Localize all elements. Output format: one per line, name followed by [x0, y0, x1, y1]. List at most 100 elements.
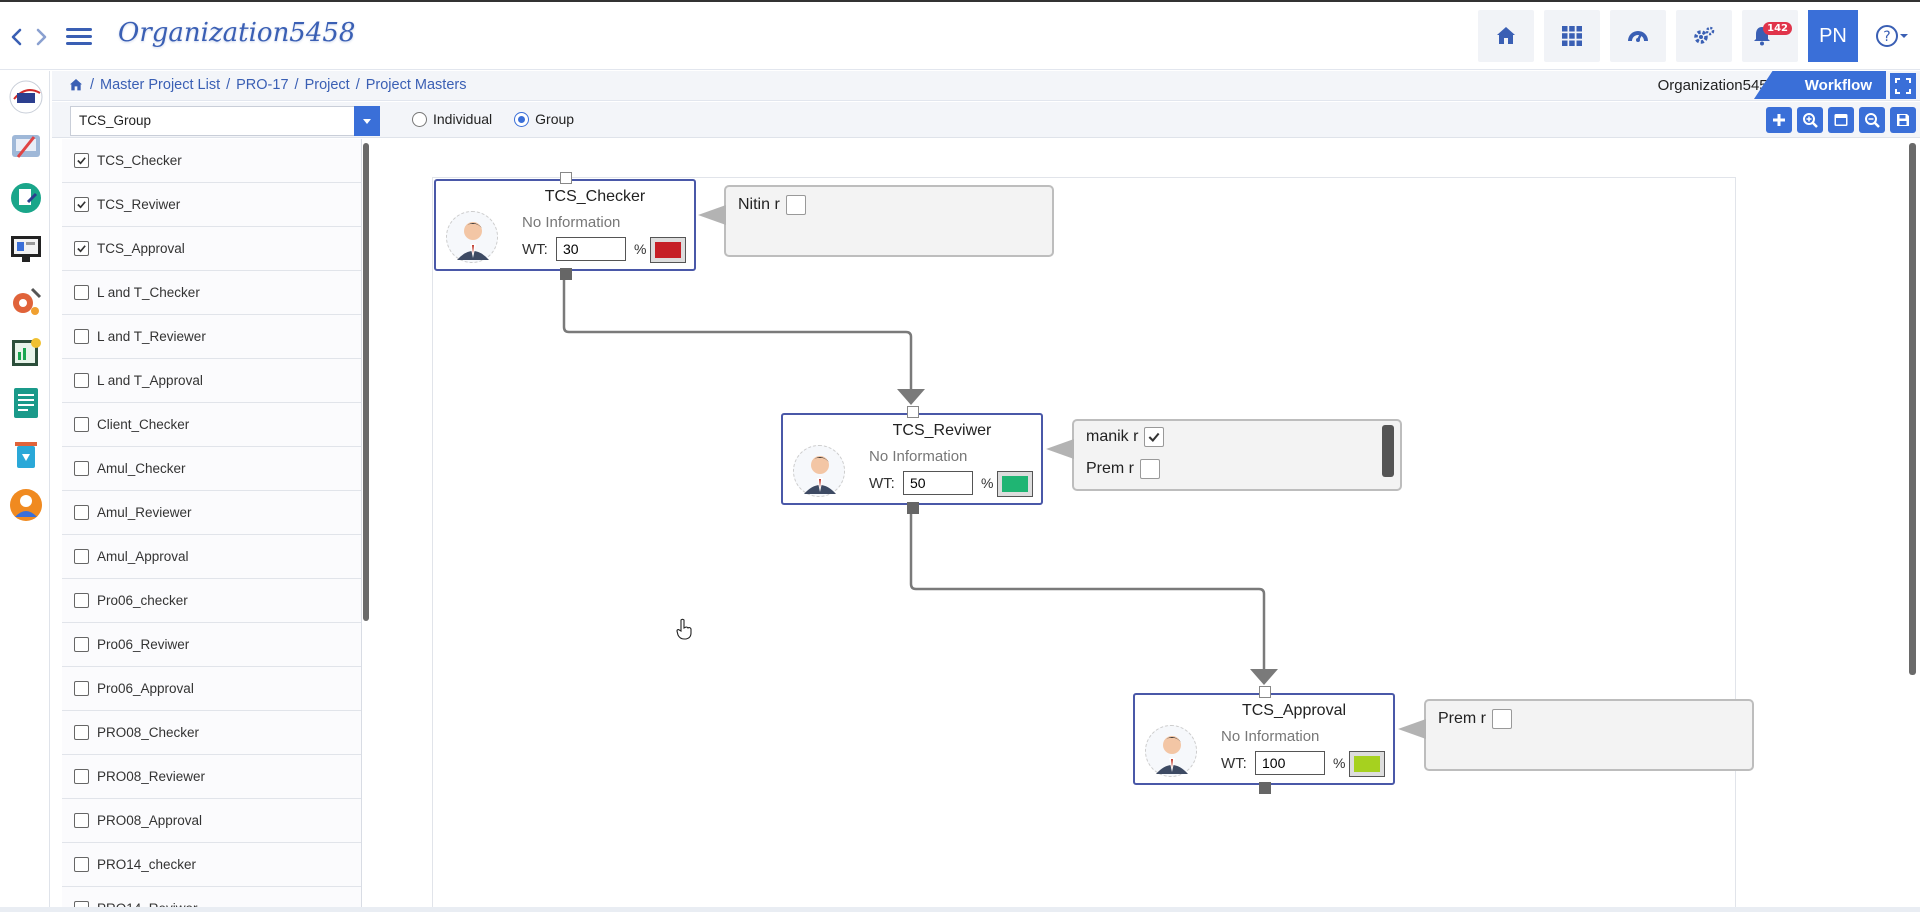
role-list-scrollbar[interactable]: [363, 143, 369, 621]
radio-individual[interactable]: Individual: [412, 111, 492, 127]
radio-individual-dot[interactable]: [412, 111, 427, 127]
settings-button[interactable]: [1676, 10, 1732, 62]
role-list-item[interactable]: PRO08_Reviewer: [62, 755, 361, 799]
role-list-item[interactable]: Amul_Approval: [62, 535, 361, 579]
dashboard-button[interactable]: [1610, 10, 1666, 62]
forward-arrow-icon[interactable]: [32, 26, 50, 48]
radio-group-dot[interactable]: [514, 111, 530, 127]
group-select[interactable]: TCS_Group: [70, 106, 380, 136]
role-list-item[interactable]: Amul_Checker: [62, 447, 361, 491]
apps-grid-button[interactable]: [1544, 10, 1600, 62]
role-list-item[interactable]: Client_Checker: [62, 403, 361, 447]
workflow-node-tcs-approval[interactable]: TCS_Approval No Information WT: %: [1133, 686, 1395, 794]
role-checkbox[interactable]: [74, 637, 89, 652]
role-list-item[interactable]: PRO08_Approval: [62, 799, 361, 843]
role-checkbox[interactable]: [74, 813, 89, 828]
role-list-item[interactable]: Amul_Reviewer: [62, 491, 361, 535]
zoom-in-button[interactable]: [1797, 107, 1823, 133]
breadcrumb-project-id[interactable]: PRO-17: [236, 77, 289, 93]
node-color-picker[interactable]: [1349, 751, 1385, 777]
role-list-item[interactable]: TCS_Approval: [62, 227, 361, 271]
pd-logo[interactable]: [6, 77, 46, 117]
node-input-port[interactable]: [907, 406, 919, 418]
breadcrumb-project-masters[interactable]: Project Masters: [365, 77, 467, 93]
role-checkbox[interactable]: [74, 373, 89, 388]
rail-settings-module[interactable]: [6, 281, 46, 321]
node-output-port[interactable]: [1259, 782, 1271, 794]
workflow-node-tcs-checker[interactable]: TCS_Checker No Information WT: %: [434, 172, 696, 280]
role-list-item[interactable]: TCS_Reviwer: [62, 183, 361, 227]
home-icon[interactable]: [68, 77, 84, 93]
node-output-port[interactable]: [560, 268, 572, 280]
role-checkbox[interactable]: [74, 681, 89, 696]
role-list-item[interactable]: PRO14_checker: [62, 843, 361, 887]
role-checkbox[interactable]: [74, 593, 89, 608]
assignee-panel-scrollbar[interactable]: [1382, 425, 1394, 477]
role-list-item[interactable]: Pro06_checker: [62, 579, 361, 623]
workflow-canvas[interactable]: TCS_Checker No Information WT: % Nitin r…: [372, 139, 1920, 912]
rail-design-module[interactable]: [6, 127, 46, 167]
rail-recycle-module[interactable]: [6, 434, 46, 474]
canvas-scrollbar[interactable]: [1909, 143, 1916, 675]
workflow-node-tcs-reviwer[interactable]: TCS_Reviwer No Information WT: %: [781, 406, 1043, 514]
role-checkbox[interactable]: [74, 505, 89, 520]
node-color-picker[interactable]: [997, 471, 1033, 497]
user-avatar-button[interactable]: PN: [1808, 10, 1858, 62]
home-button[interactable]: [1478, 10, 1534, 62]
role-checkbox[interactable]: [74, 461, 89, 476]
role-label: PRO08_Reviewer: [97, 769, 206, 784]
zoom-out-button[interactable]: [1859, 107, 1885, 133]
tab-workflow[interactable]: Workflow: [1754, 71, 1886, 99]
role-list-item[interactable]: PRO08_Checker: [62, 711, 361, 755]
add-node-button[interactable]: [1766, 107, 1792, 133]
save-button[interactable]: [1890, 107, 1916, 133]
assignee-checkbox[interactable]: [785, 195, 806, 215]
rail-report-module[interactable]: [6, 332, 46, 372]
role-checkbox[interactable]: [74, 769, 89, 784]
weight-input[interactable]: [556, 237, 626, 261]
breadcrumb-project[interactable]: Project: [304, 77, 350, 93]
role-list-item[interactable]: L and T_Checker: [62, 271, 361, 315]
role-list-item[interactable]: TCS_Checker: [62, 139, 361, 183]
role-checkbox[interactable]: [74, 725, 89, 740]
node-input-port[interactable]: [560, 172, 572, 184]
weight-input[interactable]: [1255, 751, 1325, 775]
radio-group[interactable]: Group: [514, 111, 574, 127]
weight-label: WT:: [522, 241, 548, 258]
top-actions: 142 PN ?: [1478, 10, 1916, 62]
rail-profile-module[interactable]: [6, 485, 46, 525]
role-checkbox[interactable]: [74, 901, 89, 912]
notifications-button[interactable]: 142: [1742, 10, 1798, 62]
assignee-checkbox[interactable]: [1492, 709, 1512, 729]
role-checkbox[interactable]: [74, 857, 89, 872]
role-checkbox[interactable]: [74, 241, 89, 256]
node-input-port[interactable]: [1259, 686, 1271, 698]
role-checkbox[interactable]: [74, 197, 89, 212]
role-checkbox[interactable]: [74, 417, 89, 432]
group-select-dropdown-button[interactable]: [354, 106, 380, 136]
back-arrow-icon[interactable]: [8, 26, 26, 48]
menu-toggle-button[interactable]: [66, 24, 92, 50]
top-bar: Organization5458 142 PN ?: [0, 0, 1920, 70]
rail-document-module[interactable]: [6, 178, 46, 218]
role-list-item[interactable]: L and T_Approval: [62, 359, 361, 403]
role-checkbox[interactable]: [74, 285, 89, 300]
role-checkbox[interactable]: [74, 549, 89, 564]
rail-monitor-module[interactable]: [6, 229, 46, 269]
help-button[interactable]: ?: [1868, 10, 1916, 62]
role-checkbox[interactable]: [74, 153, 89, 168]
assignee-checkbox[interactable]: [1144, 427, 1165, 447]
fullscreen-button[interactable]: [1890, 73, 1916, 99]
fit-view-button[interactable]: [1828, 107, 1854, 133]
rail-file-module[interactable]: [6, 383, 46, 423]
breadcrumb-master-project-list[interactable]: Master Project List: [100, 77, 221, 93]
role-list-item[interactable]: Pro06_Approval: [62, 667, 361, 711]
role-list-item[interactable]: Pro06_Reviwer: [62, 623, 361, 667]
role-list-item[interactable]: L and T_Reviewer: [62, 315, 361, 359]
role-checkbox[interactable]: [74, 329, 89, 344]
weight-input[interactable]: [903, 471, 973, 495]
assignee-checkbox[interactable]: [1140, 459, 1160, 479]
percent-sign: %: [634, 241, 647, 257]
node-output-port[interactable]: [907, 502, 919, 514]
node-color-picker[interactable]: [650, 237, 686, 263]
